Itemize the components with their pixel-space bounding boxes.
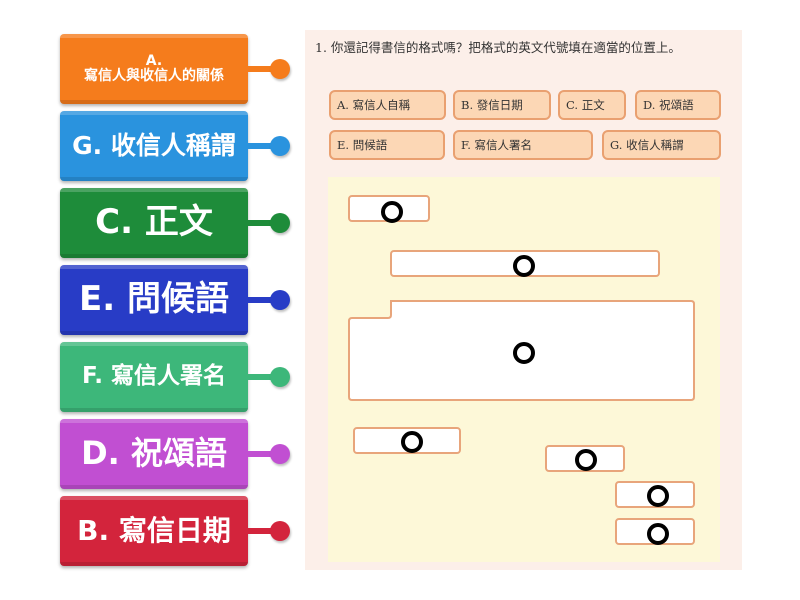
label-tile-e[interactable]: E. 問候語 [60, 265, 248, 335]
drop-target-hotspot[interactable] [647, 523, 669, 545]
connector [246, 220, 276, 226]
option-chip: B. 發信日期 [453, 90, 551, 120]
label-tile-a[interactable]: A.寫信人與收信人的關係 [60, 34, 248, 104]
connector [246, 528, 276, 534]
drop-target-hotspot[interactable] [513, 255, 535, 277]
drop-target-hotspot[interactable] [575, 449, 597, 471]
label-tile-c[interactable]: C. 正文 [60, 188, 248, 258]
drop-target-hotspot[interactable] [381, 201, 403, 223]
label-text: F. 寫信人署名 [81, 363, 227, 390]
connector [246, 66, 276, 72]
drop-target-hotspot[interactable] [401, 431, 423, 453]
option-chip: A. 寫信人自稱 [329, 90, 446, 120]
pin-handle[interactable] [270, 521, 290, 541]
option-chip: C. 正文 [558, 90, 626, 120]
label-text: G. 收信人稱謂 [72, 131, 236, 161]
label-text: E. 問候語 [79, 279, 229, 320]
label-tile-f[interactable]: F. 寫信人署名 [60, 342, 248, 412]
option-chip: G. 收信人稱謂 [602, 130, 721, 160]
label-text: D. 祝頌語 [81, 434, 227, 473]
connector [246, 297, 276, 303]
drop-target-hotspot[interactable] [647, 485, 669, 507]
option-chip: E. 問候語 [329, 130, 445, 160]
label-text: B. 寫信日期 [77, 513, 231, 547]
connector [246, 451, 276, 457]
label-tile-g[interactable]: G. 收信人稱謂 [60, 111, 248, 181]
question-text: 1. 你還記得書信的格式嗎？把格式的英文代號填在適當的位置上。 [315, 40, 681, 55]
pin-handle[interactable] [270, 290, 290, 310]
worksheet-image: 1. 你還記得書信的格式嗎？把格式的英文代號填在適當的位置上。 A. 寫信人自稱… [305, 30, 742, 570]
pin-handle[interactable] [270, 444, 290, 464]
label-tile-b[interactable]: B. 寫信日期 [60, 496, 248, 566]
label-tile-d[interactable]: D. 祝頌語 [60, 419, 248, 489]
pin-handle[interactable] [270, 59, 290, 79]
pin-handle[interactable] [270, 136, 290, 156]
connector [246, 374, 276, 380]
option-chip: D. 祝頌語 [635, 90, 721, 120]
label-text: C. 正文 [95, 202, 213, 243]
label-letter: A. [145, 52, 163, 69]
connector [246, 143, 276, 149]
pin-handle[interactable] [270, 213, 290, 233]
pin-handle[interactable] [270, 367, 290, 387]
option-chip: F. 寫信人署名 [453, 130, 593, 160]
label-text: 寫信人與收信人的關係 [84, 68, 224, 84]
drop-target-hotspot[interactable] [513, 342, 535, 364]
